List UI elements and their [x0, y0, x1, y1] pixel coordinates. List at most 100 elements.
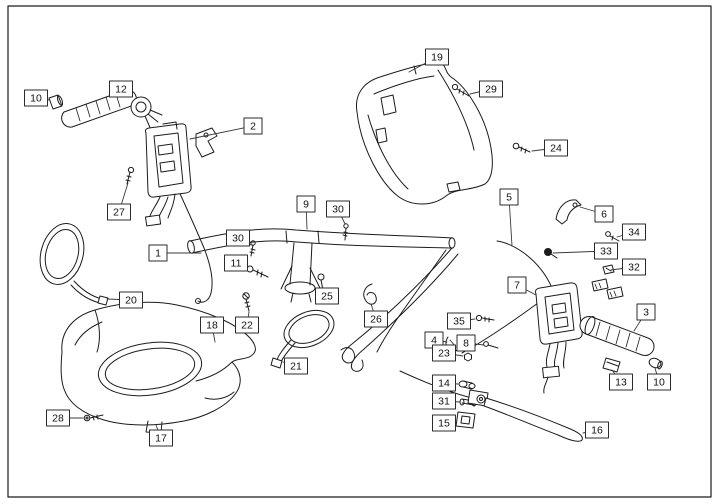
- callout-18: 18: [200, 316, 224, 334]
- callout-number-31: 31: [438, 396, 450, 408]
- callout-32: 32: [622, 258, 646, 276]
- callout-box-12: [109, 80, 133, 98]
- callout-box-21: [284, 357, 308, 375]
- callout-number-22: 22: [241, 320, 253, 332]
- callout-box-9: [296, 195, 316, 213]
- callout-box-25: [315, 287, 339, 305]
- callout-number-21: 21: [290, 361, 302, 373]
- callout-box-11: [224, 254, 248, 272]
- right-switch-art: [496, 240, 583, 394]
- callout-box-26: [364, 310, 388, 328]
- left-grip-art: [48, 89, 163, 128]
- callout-box-27: [107, 203, 131, 221]
- callout-number-13: 13: [615, 377, 627, 389]
- callout-box-35: [447, 312, 471, 330]
- callout-6: 6: [594, 205, 614, 223]
- callout-25: 25: [315, 287, 339, 305]
- callout-box-15: [432, 414, 456, 432]
- leader-line-2: [189, 125, 254, 140]
- callout-5: 5: [499, 188, 519, 206]
- callout-box-29: [479, 80, 503, 98]
- callout-box-30-right: [326, 200, 350, 218]
- callout-26: 26: [364, 310, 388, 328]
- callout-30-right: 30: [326, 200, 350, 218]
- callout-box-30-left: [226, 229, 250, 247]
- cover-screws-art: [451, 83, 531, 154]
- callout-number-4: 4: [431, 335, 437, 347]
- callout-number-12: 12: [115, 84, 127, 96]
- callout-3: 3: [636, 303, 656, 321]
- callout-11: 11: [224, 254, 248, 272]
- callout-box-22: [235, 316, 259, 334]
- callout-22: 22: [235, 316, 259, 334]
- callout-16: 16: [585, 421, 609, 439]
- screw-28-art: [83, 414, 104, 422]
- callout-number-9: 9: [303, 199, 309, 211]
- screw-22-art: [242, 292, 251, 312]
- callout-box-1: [148, 244, 168, 262]
- callout-9: 9: [296, 195, 316, 213]
- control-cables-art: [144, 115, 539, 399]
- callout-box-8: [456, 334, 476, 352]
- callout-box-24: [544, 139, 568, 157]
- callout-33: 33: [594, 242, 618, 260]
- brake-lever-art: [445, 314, 583, 442]
- callout-24: 24: [544, 139, 568, 157]
- callout-number-7: 7: [514, 280, 520, 292]
- left-mirror-art: [39, 223, 109, 306]
- right-mirror-art: [270, 309, 335, 369]
- callout-number-14: 14: [438, 378, 450, 390]
- callout-34: 34: [622, 223, 646, 241]
- callout-number-30-right: 30: [332, 204, 344, 216]
- callout-number-24: 24: [550, 143, 562, 155]
- callout-number-1: 1: [155, 248, 161, 260]
- callout-number-2: 2: [250, 121, 256, 133]
- callout-13: 13: [609, 373, 633, 391]
- callout-number-11: 11: [231, 258, 242, 270]
- callout-box-13: [609, 373, 633, 391]
- callout-number-30-left: 30: [232, 233, 244, 245]
- callout-1: 1: [148, 244, 168, 262]
- callout-number-17: 17: [155, 433, 167, 445]
- callout-number-28: 28: [52, 413, 64, 425]
- callout-box-19: [425, 48, 449, 66]
- callout-number-20: 20: [125, 295, 137, 307]
- callout-box-23: [432, 344, 456, 362]
- callout-number-6: 6: [601, 209, 607, 221]
- callout-number-25: 25: [321, 291, 333, 303]
- callout-box-28: [46, 409, 70, 427]
- callout-23: 23: [432, 344, 456, 362]
- callout-30-left: 30: [226, 229, 250, 247]
- callout-box-3: [636, 303, 656, 321]
- callout-box-10-left: [24, 89, 48, 107]
- callout-27: 27: [107, 203, 131, 221]
- callout-31: 31: [432, 392, 456, 410]
- callout-19: 19: [425, 48, 449, 66]
- callout-box-5: [499, 188, 519, 206]
- small-fittings-art: [544, 199, 624, 300]
- callout-number-8: 8: [463, 338, 469, 350]
- callout-box-20: [119, 291, 143, 309]
- callout-15: 15: [432, 414, 456, 432]
- callout-number-33: 33: [600, 246, 612, 258]
- callout-14: 14: [432, 374, 456, 392]
- callout-7: 7: [507, 276, 527, 294]
- callout-21: 21: [284, 357, 308, 375]
- callout-number-35: 35: [453, 316, 465, 328]
- callout-number-5: 5: [506, 192, 512, 204]
- callout-box-6: [594, 205, 614, 223]
- callout-box-17: [149, 429, 173, 447]
- callout-8: 8: [456, 334, 476, 352]
- callout-number-10-left: 10: [30, 93, 42, 105]
- callout-10-left: 10: [24, 89, 48, 107]
- callout-number-10-right: 10: [653, 377, 665, 389]
- callout-box-33: [594, 242, 618, 260]
- callout-35: 35: [447, 312, 471, 330]
- callout-number-19: 19: [431, 52, 443, 64]
- callout-box-31: [432, 392, 456, 410]
- callout-box-18: [200, 316, 224, 334]
- callout-10-right: 10: [647, 373, 671, 391]
- hook-26-art: [363, 283, 377, 305]
